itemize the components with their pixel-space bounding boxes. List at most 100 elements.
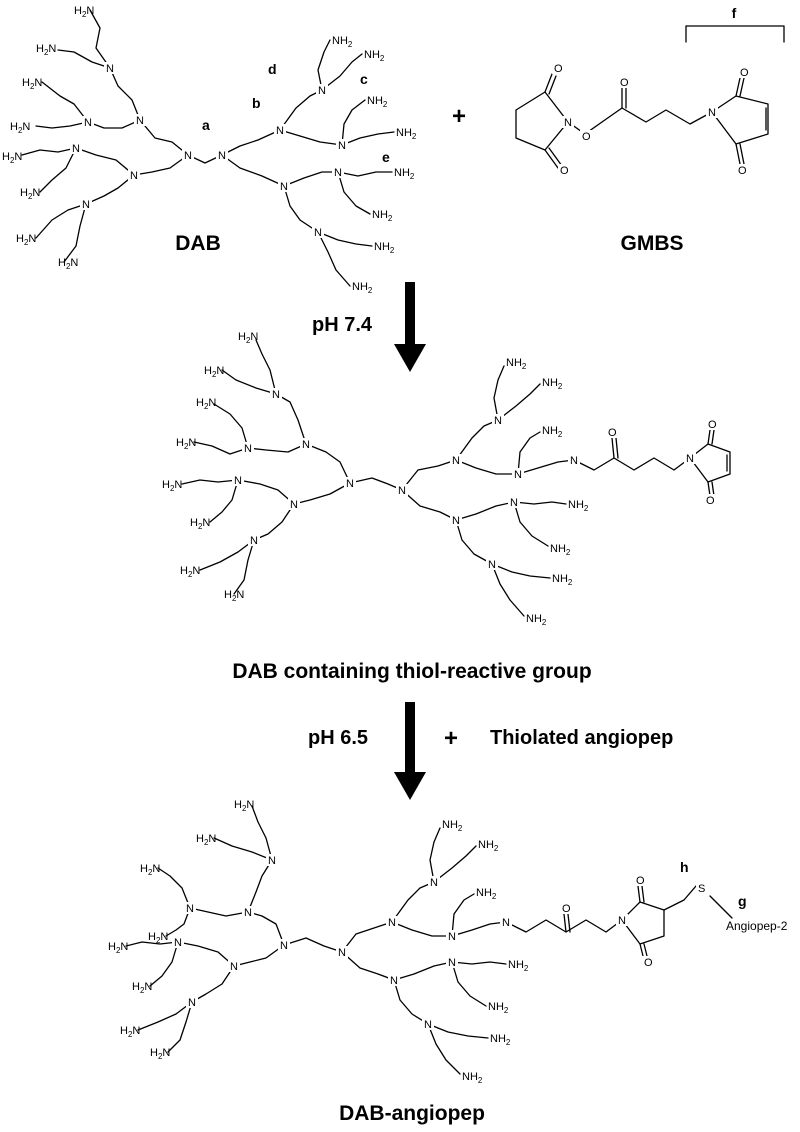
svg-text:N: N <box>430 877 438 889</box>
svg-text:O: O <box>706 495 715 507</box>
svg-text:H2N: H2N <box>22 77 42 91</box>
svg-text:H2N: H2N <box>180 565 200 579</box>
intermediate-amine-termini: H2N H2N H2N H2N H2N H2N H2N H2N NH2 NH2 … <box>162 331 589 627</box>
dab-label: DAB <box>175 232 221 255</box>
svg-text:NH2: NH2 <box>396 127 417 141</box>
site-label-h: h <box>680 859 689 875</box>
svg-text:N: N <box>618 915 626 927</box>
svg-text:O: O <box>644 957 653 969</box>
svg-text:N: N <box>448 957 456 969</box>
svg-text:N: N <box>106 63 114 75</box>
svg-text:O: O <box>636 875 645 887</box>
site-label-d: d <box>268 61 277 77</box>
svg-text:O: O <box>582 131 591 143</box>
svg-text:N: N <box>514 469 522 481</box>
svg-text:H2N: H2N <box>58 257 78 271</box>
svg-text:H2N: H2N <box>234 799 254 813</box>
svg-text:NH2: NH2 <box>372 209 393 223</box>
svg-text:O: O <box>708 419 717 431</box>
gmbs-label: GMBS <box>621 232 684 255</box>
svg-text:NH2: NH2 <box>478 839 499 853</box>
svg-text:H2N: H2N <box>132 981 152 995</box>
svg-text:H2N: H2N <box>36 43 56 57</box>
svg-text:H2N: H2N <box>148 931 168 945</box>
svg-text:H2N: H2N <box>196 833 216 847</box>
site-label-c: c <box>360 71 368 87</box>
site-label-e: e <box>382 149 390 165</box>
svg-text:O: O <box>738 165 747 177</box>
svg-text:N: N <box>250 535 258 547</box>
svg-text:NH2: NH2 <box>568 499 589 513</box>
svg-text:N: N <box>72 143 80 155</box>
svg-text:NH2: NH2 <box>364 49 385 63</box>
svg-text:H2N: H2N <box>20 187 40 201</box>
svg-text:NH2: NH2 <box>550 543 571 557</box>
svg-text:N: N <box>136 115 144 127</box>
svg-text:N: N <box>390 975 398 987</box>
svg-text:N: N <box>302 439 310 451</box>
product-label: DAB-angiopep <box>339 1102 485 1125</box>
svg-text:N: N <box>452 455 460 467</box>
svg-text:N: N <box>510 497 518 509</box>
svg-text:N: N <box>338 947 346 959</box>
svg-text:NH2: NH2 <box>526 613 547 627</box>
svg-text:H2N: H2N <box>204 365 224 379</box>
svg-text:NH2: NH2 <box>542 377 563 391</box>
product-amine-termini: H2N H2N H2N H2N H2N H2N H2N H2N NH2 NH2 … <box>108 799 529 1085</box>
svg-text:N: N <box>84 117 92 129</box>
svg-text:NH2: NH2 <box>352 281 373 295</box>
gmbs-structure: O O N O O N O O f <box>515 5 785 177</box>
svg-text:N: N <box>280 940 288 952</box>
svg-text:NH2: NH2 <box>542 425 563 439</box>
svg-text:H2N: H2N <box>238 331 258 345</box>
svg-text:NH2: NH2 <box>394 167 415 181</box>
svg-text:N: N <box>290 499 298 511</box>
svg-text:H2N: H2N <box>16 233 36 247</box>
site-label-f: f <box>732 5 737 21</box>
svg-text:N: N <box>686 453 694 465</box>
svg-text:N: N <box>502 917 510 929</box>
svg-text:H2N: H2N <box>190 517 210 531</box>
svg-text:NH2: NH2 <box>442 819 463 833</box>
site-label-b: b <box>252 95 261 111</box>
svg-text:H2N: H2N <box>162 479 182 493</box>
svg-text:H2N: H2N <box>74 5 94 19</box>
svg-text:N: N <box>184 150 192 162</box>
svg-text:H2N: H2N <box>108 941 128 955</box>
svg-text:N: N <box>268 855 276 867</box>
svg-text:N: N <box>488 559 496 571</box>
step2-condition: pH 6.5 <box>308 727 368 749</box>
step2-plus-sign: + <box>444 725 458 752</box>
svg-text:H2N: H2N <box>10 121 30 135</box>
intermediate-label: DAB containing thiol-reactive group <box>232 660 591 683</box>
svg-text:NH2: NH2 <box>332 35 353 49</box>
svg-text:N: N <box>186 903 194 915</box>
site-label-a: a <box>202 117 210 133</box>
svg-text:NH2: NH2 <box>506 357 527 371</box>
svg-text:N: N <box>448 931 456 943</box>
svg-text:N: N <box>230 961 238 973</box>
svg-text:N: N <box>314 227 322 239</box>
svg-text:H2N: H2N <box>2 151 22 165</box>
dab-structure: N N N N N N N N N N N N N N H2N H2N H2N … <box>2 5 417 295</box>
plus-sign: + <box>452 103 466 130</box>
svg-text:N: N <box>318 85 326 97</box>
svg-text:N: N <box>334 167 342 179</box>
svg-text:NH2: NH2 <box>490 1033 511 1047</box>
step2-reagent: Thiolated angiopep <box>490 727 673 749</box>
svg-text:NH2: NH2 <box>508 959 529 973</box>
step1-condition: pH 7.4 <box>312 314 373 336</box>
svg-text:N: N <box>174 937 182 949</box>
svg-text:N: N <box>338 140 346 152</box>
svg-text:H2N: H2N <box>150 1047 170 1061</box>
svg-text:N: N <box>708 107 716 119</box>
svg-text:O: O <box>740 67 749 79</box>
svg-text:NH2: NH2 <box>476 887 497 901</box>
svg-text:N: N <box>280 181 288 193</box>
svg-text:N: N <box>244 443 252 455</box>
svg-text:N: N <box>388 917 396 929</box>
svg-text:H2N: H2N <box>140 863 160 877</box>
svg-text:O: O <box>620 77 629 89</box>
svg-text:N: N <box>398 485 406 497</box>
